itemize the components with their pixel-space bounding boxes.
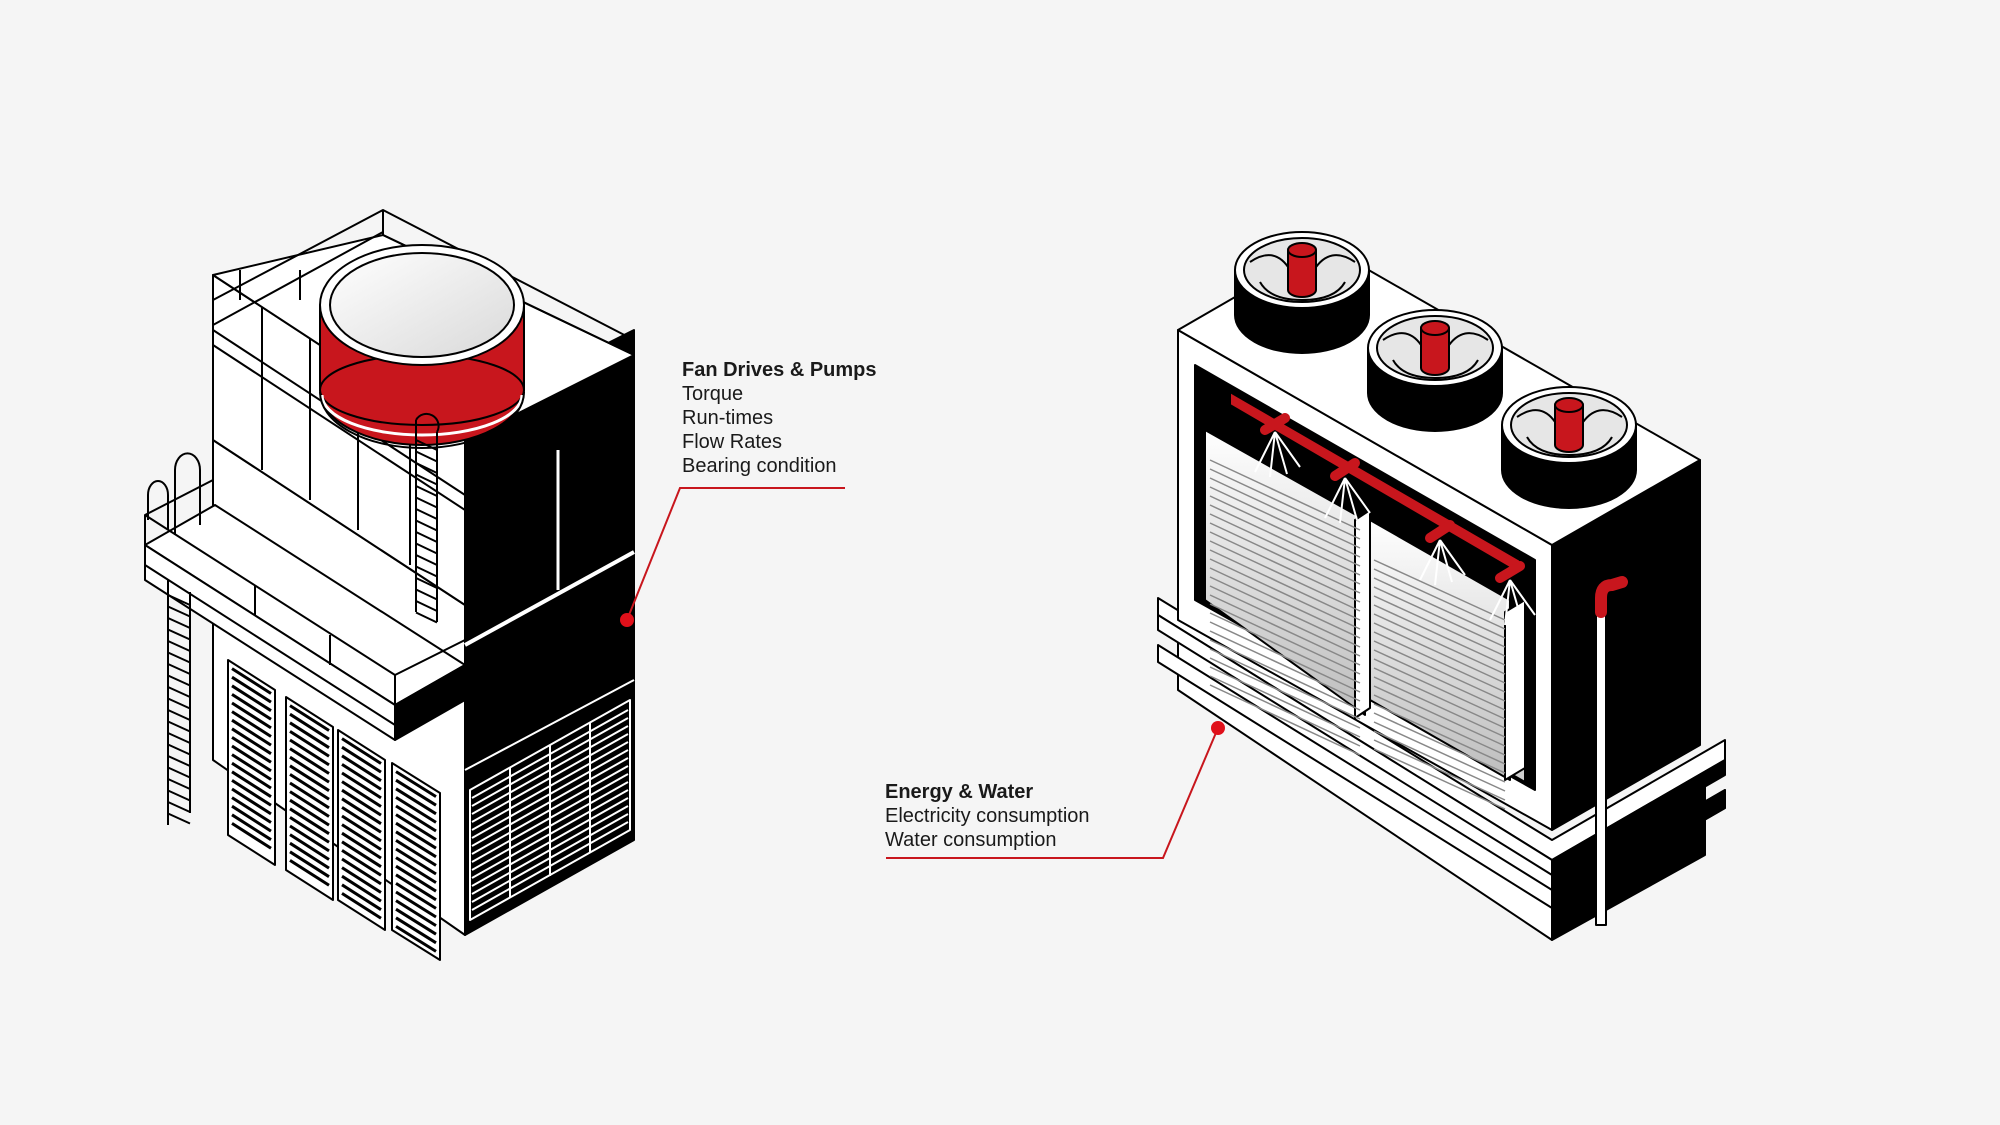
callout-leader-energy — [886, 721, 1225, 859]
callout-energy-item: Water consumption — [885, 829, 1057, 851]
side-pipe — [1595, 576, 1628, 926]
callout-leader-fan — [620, 487, 845, 627]
callout-energy-title: Energy & Water — [885, 781, 1034, 803]
callout-energy-water: Energy & Water Electricity consumption W… — [885, 780, 1090, 852]
fan-unit-2 — [1367, 309, 1503, 432]
right-cooling-tower — [1157, 231, 1726, 941]
spray-pattern — [1254, 431, 1536, 626]
callout-fan-item: Torque — [682, 383, 744, 405]
callout-fan-title: Fan Drives & Pumps — [682, 359, 877, 381]
callout-fan-item: Run-times — [682, 407, 774, 429]
fill-pack-1 — [1204, 429, 1366, 716]
service-platform — [144, 452, 466, 741]
water-distribution-header — [1229, 391, 1525, 583]
callout-fan-item: Bearing condition — [682, 455, 837, 477]
callout-energy-item: Electricity consumption — [885, 805, 1090, 827]
fan-unit-3 — [1501, 386, 1637, 509]
callout-fan-item: Flow Rates — [682, 431, 783, 453]
callout-dot-energy — [1211, 721, 1225, 735]
callout-dot-fan — [620, 613, 634, 627]
fan-unit-1 — [1234, 231, 1370, 354]
callout-fan-drives-pumps: Fan Drives & Pumps Torque Run-times Flow… — [682, 358, 877, 478]
fan-stack — [319, 244, 525, 449]
top-railing — [212, 209, 635, 378]
ladder-left — [167, 580, 191, 825]
left-cooling-tower — [144, 209, 635, 961]
